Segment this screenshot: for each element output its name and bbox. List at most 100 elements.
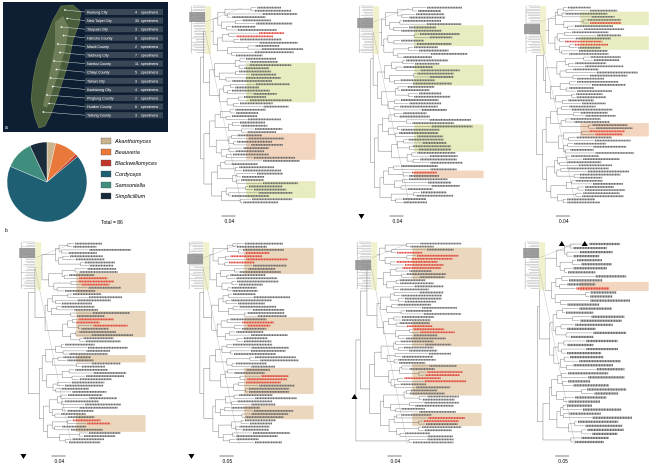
map-site-count: 6 <box>135 36 137 40</box>
clade-highlight-band <box>414 64 484 86</box>
continue-down-arrow <box>358 214 365 219</box>
tree-branches <box>199 243 261 443</box>
overview-thumbnail <box>357 5 410 205</box>
clade-highlights <box>414 25 484 179</box>
pie-slice-simplicillium <box>29 141 48 183</box>
overview-clade-bar <box>35 242 42 290</box>
clade-highlight-band <box>246 62 316 103</box>
clade-highlight-band <box>412 247 482 280</box>
clade-highlight-band <box>244 247 314 275</box>
zoom-connector <box>203 243 240 259</box>
continue-up-arrow <box>581 241 588 246</box>
map-label-box <box>85 77 163 84</box>
tree-tip-labels <box>396 242 467 444</box>
map-site-unit: specimens <box>141 45 158 49</box>
overview-clade-bar <box>373 6 380 54</box>
tree-branches <box>537 243 596 443</box>
scale-bar-label: 0.05 <box>558 459 568 465</box>
map-site-name: Miaoli County <box>87 45 109 49</box>
overview-clade-bar <box>540 6 547 54</box>
clade-highlight-band <box>246 181 316 199</box>
tree-tip-labels <box>231 6 304 204</box>
map-site-name: Taitung County <box>87 114 111 118</box>
overview-selection-box <box>357 18 374 28</box>
map-leader-line <box>46 94 86 99</box>
legend-swatch <box>100 170 112 178</box>
scale-bar-label: 0.04 <box>391 459 401 465</box>
map-site-dot <box>59 51 61 54</box>
map-leader-line <box>64 9 86 13</box>
clade-highlight-band <box>76 273 146 293</box>
map-label-box <box>85 103 163 110</box>
zoom-connector <box>539 7 576 23</box>
zoom-connector <box>203 267 240 445</box>
map-site-name: Taoyuan City <box>87 28 108 32</box>
clade-highlights <box>579 281 649 291</box>
map-leader-line <box>61 26 86 30</box>
map-leader-line <box>57 43 86 47</box>
legend-label: Samsoniella <box>115 183 145 189</box>
map-label-box <box>85 17 163 24</box>
map-site-name: Hsinchu County <box>87 36 113 40</box>
overview-clade-bar <box>371 242 378 290</box>
map-site-count: 3 <box>135 28 137 32</box>
overview-selection-box <box>355 260 372 270</box>
clade-highlight-band <box>246 133 316 160</box>
phylo-tree-7: 0.05 <box>523 241 649 465</box>
scale-bar-label: 0.05 <box>223 459 233 465</box>
legend-label: Akanthomyces <box>114 139 151 145</box>
tree-tip-labels <box>565 242 632 444</box>
phylo-tree-3: 0.04 <box>524 5 649 225</box>
overview-selection-box <box>189 12 206 22</box>
map-site-unit: specimens <box>141 79 158 83</box>
zoom-connector <box>35 243 72 259</box>
map-label-box <box>85 95 163 101</box>
map-site-name: Pingtung County <box>87 97 114 101</box>
zoom-connector <box>539 243 575 259</box>
map-site-unit: specimens <box>141 71 158 75</box>
map-leader-line <box>49 103 86 107</box>
overview-thumbnail <box>523 241 576 445</box>
zoom-connector <box>373 7 410 23</box>
map-label-box <box>85 52 163 58</box>
clade-highlight-band <box>244 405 314 420</box>
clade-highlight-band <box>412 412 482 427</box>
clade-highlight-band <box>580 123 649 137</box>
overview-clade-bar <box>205 6 212 54</box>
clade-highlight-band <box>412 321 482 347</box>
map-leader-line <box>50 77 86 81</box>
map-site-name: Hualien County <box>87 105 112 109</box>
map-label-box <box>85 26 163 33</box>
clade-highlight-band <box>76 355 146 363</box>
legend-label: Beauveria <box>115 150 140 156</box>
map-site-dot <box>51 85 54 88</box>
pie-slices <box>6 141 88 223</box>
tree-tip-labels <box>229 242 299 444</box>
panel-letter-a: a <box>5 125 8 131</box>
overview-thumbnail <box>355 241 408 445</box>
legend-swatch <box>100 137 112 145</box>
overview-selection-box <box>187 254 204 264</box>
map-site-name: New Taipei City <box>87 19 112 23</box>
map-leader-line <box>56 69 86 73</box>
map-site-dot <box>64 9 66 11</box>
phylo-tree-1: 0.04 <box>189 5 316 225</box>
genus-pie-chart: AkanthomycesBeauveriaBlackwellomycesCord… <box>5 137 157 234</box>
map-site-count: 11 <box>135 62 139 66</box>
map-label-box <box>85 69 163 76</box>
zoom-connector <box>538 267 576 445</box>
map-site-unit: specimens <box>141 19 158 23</box>
phylo-tree-5: 0.05 <box>187 241 314 465</box>
map-label-box <box>85 86 163 93</box>
map-site-name: Taichung City <box>87 54 109 58</box>
map-site-name: Keelung City <box>87 11 108 15</box>
map-leader-line <box>67 18 86 21</box>
map-site-dot <box>49 77 52 79</box>
clade-highlight-band <box>580 11 649 26</box>
zoom-connector <box>371 267 408 445</box>
map-site-count: 7 <box>135 54 137 58</box>
scale-bar-label: 0.04 <box>55 459 65 465</box>
clade-highlight-band <box>414 25 484 47</box>
map-site-dot <box>62 34 65 37</box>
map-leader-line <box>52 86 86 90</box>
